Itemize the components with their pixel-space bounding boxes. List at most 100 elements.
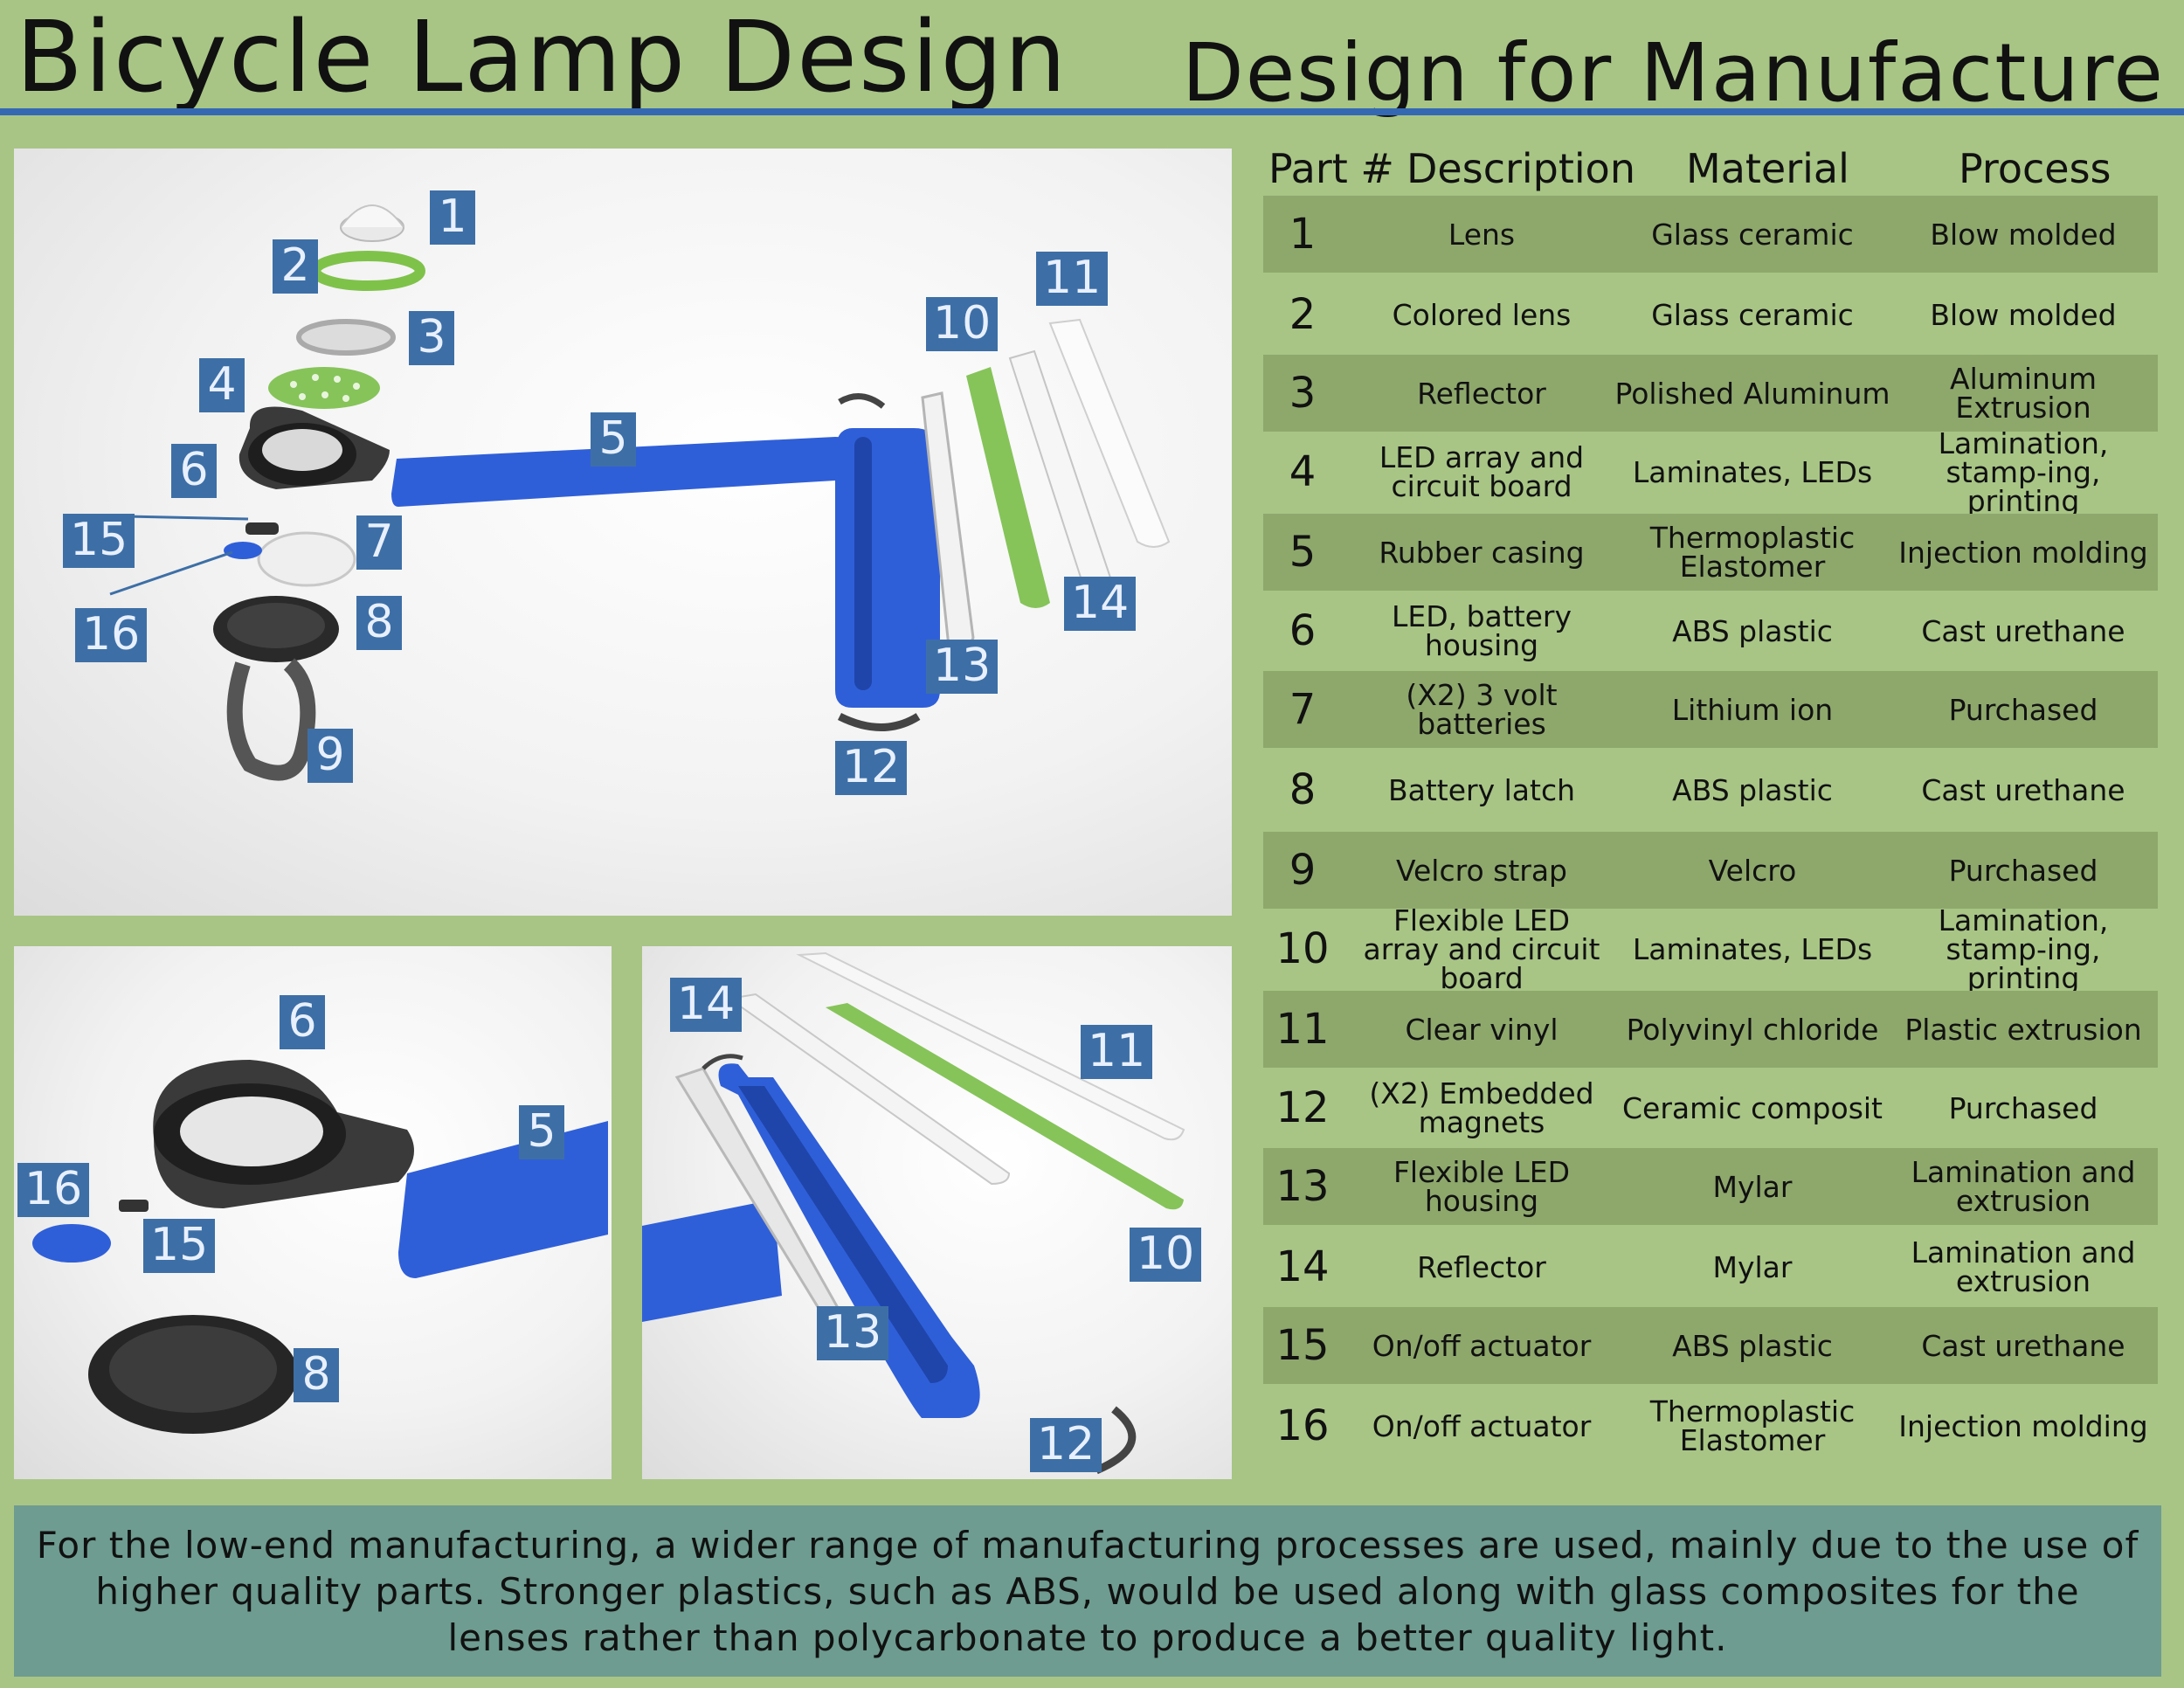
part-material: Glass ceramic (1651, 217, 1854, 252)
part-process: Cast urethane (1921, 772, 2125, 807)
part-description: Reflector (1417, 376, 1546, 411)
part-number: 5 (1289, 528, 1317, 577)
exploded-view-illustration (83, 204, 1171, 781)
callout-label: 14 (670, 978, 743, 1032)
table-row: 1 Lens Glass ceramic Blow molded (1263, 196, 2158, 273)
part-number: 1 (1289, 210, 1317, 259)
callout-label: 12 (835, 741, 908, 795)
housing-detail-illustration (32, 1060, 608, 1434)
part-number: 16 (1275, 1401, 1330, 1450)
part-description: Lens (1448, 217, 1516, 252)
callout-label: 15 (63, 514, 135, 568)
callout-label: 7 (356, 515, 402, 570)
callout-label: 6 (171, 444, 217, 498)
callout-label: 6 (280, 995, 325, 1049)
part-description: LED array and circuit board (1379, 440, 1585, 503)
part-number: 15 (1275, 1321, 1330, 1370)
part-description: Colored lens (1392, 297, 1572, 332)
part-description: LED, battery housing (1391, 599, 1572, 662)
part-number: 4 (1289, 447, 1317, 496)
part-process: Lamination, stamp-ing, printing (1938, 425, 2109, 518)
table-row: 5 Rubber casing Thermoplastic Elastomer Inj… (1263, 514, 2158, 591)
part-description: On/off actuator (1372, 1328, 1592, 1363)
page-subtitle: Design for Manufacture (1181, 26, 2165, 120)
table-row: 9 Velcro strap Velcro Purchased (1263, 832, 2158, 909)
part-description: Flexible LED array and circuit board (1363, 903, 1600, 995)
callout-label: 16 (17, 1163, 90, 1217)
part-process: Blow molded (1930, 297, 2117, 332)
exploded-view-panel: 1 2 3 4 5 6 7 8 9 10 11 12 13 14 15 16 (14, 149, 1232, 916)
part-process: Purchased (1948, 692, 2098, 727)
part-material: Mylar (1712, 1169, 1793, 1204)
part-description: Velcro strap (1395, 853, 1568, 888)
part-material: Thermoplastic Elastomer (1649, 521, 1856, 584)
callout-label: 5 (519, 1105, 564, 1159)
callout-label: 16 (75, 608, 148, 662)
table-row: 12 (X2) Embedded magnets Ceramic composit P… (1263, 1069, 2158, 1146)
part-number: 11 (1275, 1005, 1330, 1054)
callout-label: 1 (430, 190, 475, 245)
table-row: 4 LED array and circuit board Laminates, L… (1263, 425, 2158, 518)
part-process: Purchased (1948, 1090, 2098, 1125)
part-number: 8 (1289, 765, 1317, 814)
callout-label: 5 (591, 412, 636, 467)
callout-label: 9 (308, 729, 353, 783)
part-process: Lamination and extrusion (1911, 1235, 2136, 1298)
column-header: Part # (1268, 145, 1394, 192)
strip-detail-illustration (642, 951, 1185, 1475)
part-process: Purchased (1948, 853, 2098, 888)
part-process: Lamination and extrusion (1911, 1155, 2136, 1218)
strip-detail-panel: 14 11 10 13 12 (642, 946, 1232, 1479)
part-material: Velcro (1708, 853, 1797, 888)
part-description: (X2) Embedded magnets (1369, 1076, 1594, 1139)
part-process: Injection molding (1898, 535, 2148, 570)
part-number: 6 (1289, 606, 1317, 655)
part-number: 12 (1275, 1083, 1330, 1132)
part-material: Thermoplastic Elastomer (1649, 1394, 1856, 1457)
callout-label: 11 (1081, 1025, 1153, 1079)
part-number: 13 (1275, 1162, 1330, 1211)
part-number: 7 (1289, 685, 1317, 734)
part-description: Rubber casing (1379, 535, 1585, 570)
column-header: Material (1686, 145, 1849, 192)
part-material: Polyvinyl chloride (1626, 1012, 1879, 1047)
callout-label: 2 (273, 239, 318, 294)
callout-label: 4 (199, 358, 245, 412)
part-process: Blow molded (1930, 217, 2117, 252)
callout-label: 3 (409, 311, 454, 365)
table-header: Part # Description Material Process (1263, 140, 2158, 196)
part-description: Flexible LED housing (1393, 1155, 1571, 1218)
part-number: 2 (1289, 290, 1317, 339)
callout-label: 12 (1030, 1418, 1102, 1472)
callout-label: 8 (356, 596, 402, 650)
page-title: Bicycle Lamp Design (16, 1, 1068, 114)
column-header: Description (1406, 145, 1635, 192)
part-material: ABS plastic (1672, 613, 1833, 648)
parts-table: Part # Description Material Process 1 Len… (1263, 140, 2158, 1455)
part-material: ABS plastic (1672, 1328, 1833, 1363)
part-description: (X2) 3 volt batteries (1406, 678, 1558, 741)
callout-label: 11 (1036, 252, 1109, 306)
callout-label: 13 (926, 640, 999, 694)
part-material: Polished Aluminum (1614, 376, 1890, 411)
part-material: Lithium ion (1671, 692, 1834, 727)
callout-label: 15 (143, 1219, 216, 1273)
table-row: 7 (X2) 3 volt batteries Lithium ion Purchas… (1263, 671, 2158, 748)
callout-label: 13 (817, 1306, 889, 1360)
part-number: 14 (1275, 1242, 1330, 1291)
column-header: Process (1959, 145, 2111, 192)
part-number: 9 (1289, 846, 1317, 895)
part-process: Lamination, stamp-ing, printing (1938, 903, 2109, 995)
part-material: Ceramic composit (1622, 1090, 1883, 1125)
part-material: Laminates, LEDs (1632, 454, 1873, 489)
callout-label: 10 (926, 297, 999, 351)
